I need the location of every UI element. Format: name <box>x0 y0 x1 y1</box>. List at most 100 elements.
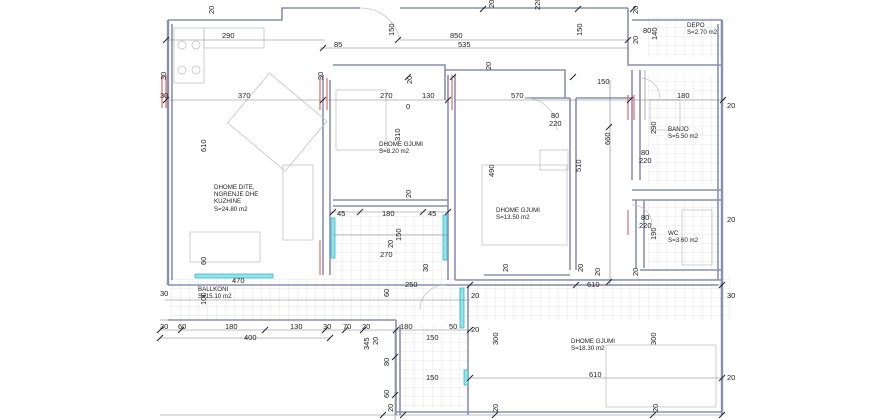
dim-label: 220 <box>533 0 542 10</box>
dim-label: 20 <box>631 268 640 276</box>
dim-label: 270 <box>380 91 393 100</box>
dim-label: 300 <box>649 332 658 345</box>
dim-label: 150 <box>597 77 610 86</box>
hall-window-right <box>442 214 448 261</box>
doors <box>359 7 661 311</box>
dim-label: 20 <box>501 264 510 272</box>
dim-label: 20 <box>487 0 496 8</box>
dim-label: 150 <box>387 23 396 36</box>
dim-label: 20 <box>362 322 370 331</box>
dimension-labels-top: 20 290 850 85 535 150 150 220 20 80 140 … <box>159 0 659 86</box>
room-balcony-area: S=15.10 m2 <box>198 293 232 300</box>
room-balcony-name: BALLKONI <box>198 286 229 293</box>
dim-label: 20 <box>631 6 640 14</box>
dim-label: 30 <box>727 291 735 300</box>
dim-label: 20 <box>651 404 660 412</box>
dim-label: 20 <box>491 404 500 412</box>
dim-label: 150 <box>394 228 403 241</box>
dim-label: 150 <box>426 373 439 382</box>
dim-label: 400 <box>244 333 257 342</box>
dim-label: 45 <box>428 209 436 218</box>
room-bed3-area: S=18.30 m2 <box>571 345 605 352</box>
dimension-labels-lower: 45 180 45 150 270 30 20 20 20 20 610 20 … <box>160 91 640 298</box>
dim-label: 180 <box>382 209 395 218</box>
dim-label: 60 <box>178 322 186 331</box>
dim-label: 0 <box>406 102 410 111</box>
dim-label: 30 <box>316 72 325 80</box>
dim-label: 30 <box>160 322 168 331</box>
room-banjo-name: BANJO <box>668 126 689 133</box>
dimension-lines <box>160 39 725 420</box>
room-living-area: S=24.80 m2 <box>214 206 248 213</box>
dim-label: 370 <box>238 91 251 100</box>
dim-label: 20 <box>471 325 479 334</box>
dim-label: 140 <box>650 27 659 40</box>
dim-label: 290 <box>649 121 658 134</box>
dim-label: 60 <box>199 257 208 265</box>
terrace-window-top <box>459 287 465 329</box>
dim-label: 180 <box>225 322 238 331</box>
balcony-window <box>194 273 274 279</box>
wc-floor <box>648 200 720 270</box>
dim-label: 150 <box>575 23 584 36</box>
dim-label: 30 <box>421 264 430 272</box>
dim-label: 660 <box>603 132 612 145</box>
dim-label: 610 <box>589 370 602 379</box>
dimension-labels-bottom: 30 60 180 130 30 70 20 180 50 400 150 34… <box>160 291 735 412</box>
dim-label: 80 <box>382 358 391 366</box>
dim-label: 180 <box>400 322 413 331</box>
dim-label: 180 <box>677 91 690 100</box>
dim-label: 30 <box>160 91 168 100</box>
room-bed2-name: DHOME GJUMI <box>496 207 540 214</box>
dim-label: 490 <box>487 164 496 177</box>
room-wc-name: WC <box>668 230 679 237</box>
terrace-window-bottom <box>463 369 469 386</box>
dim-label: 20 <box>631 36 640 44</box>
dim-label: 20 <box>484 62 493 70</box>
room-bed3-name: DHOME GJUMI <box>571 338 615 345</box>
dim-label: 20 <box>727 101 735 110</box>
dim-label: 570 <box>511 91 524 100</box>
room-wc-area: S=3.60 m2 <box>668 237 699 244</box>
dim-label: 60 <box>382 289 391 297</box>
dim-label: 50 <box>449 322 457 331</box>
dim-label: 20 <box>404 190 413 198</box>
dim-label: 30 <box>160 289 168 298</box>
dim-label: 130 <box>422 91 435 100</box>
dim-label: 20 <box>727 215 735 224</box>
hall-window-left <box>330 217 336 259</box>
dim-label: 535 <box>458 40 471 49</box>
room-depo-area: S=2.70 m2 <box>687 29 718 36</box>
dim-label: 30 <box>159 72 168 80</box>
dim-label: 20 <box>593 268 602 276</box>
openings <box>161 75 635 275</box>
dim-label: 85 <box>334 40 342 49</box>
terrace-floor <box>400 325 468 410</box>
dim-label: 250 <box>405 280 418 289</box>
dim-label: 100 <box>199 292 208 305</box>
dim-label: 310 <box>393 128 402 141</box>
dim-label: 45 <box>337 209 345 218</box>
room-bed1-name: DHOME GJUMI <box>379 141 423 148</box>
dim-label: 70 <box>343 322 351 331</box>
dim-label: 850 <box>450 31 463 40</box>
dim-label: 20 <box>371 337 380 345</box>
dim-label: 290 <box>222 31 235 40</box>
dim-label: 150 <box>426 333 439 342</box>
room-depo-name: DEPO <box>687 22 705 29</box>
room-banjo-area: S=5.50 m2 <box>668 133 699 140</box>
dim-label: 610 <box>587 280 600 289</box>
dim-label: 20 <box>386 404 395 412</box>
dim-label: 20 <box>405 76 414 84</box>
dim-label: 20 <box>576 264 585 272</box>
dim-label: 20 <box>727 373 735 382</box>
dim-label: 345 <box>362 337 371 350</box>
dim-label: 20 <box>471 291 479 300</box>
hall-floor <box>333 215 448 280</box>
dim-label: 300 <box>491 332 500 345</box>
